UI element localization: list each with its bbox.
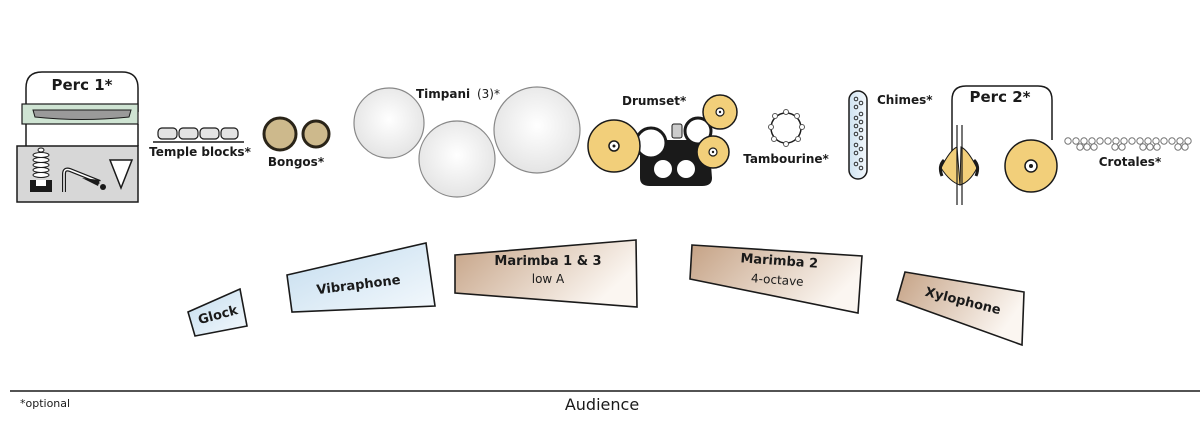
temple-block-icon [220,127,239,140]
crotale-icon [1139,143,1147,151]
crotale-icon [1153,143,1161,151]
marimba-1-3: Marimba 1 & 3 low A [454,239,638,308]
glock-shape [187,287,248,337]
crotale-icon [1072,137,1080,145]
crotale-icon [1118,143,1126,151]
marimba-2-shape [689,244,863,314]
bongo-large-icon [262,116,298,152]
timpani-drum-icon [353,87,425,159]
temple-block-icon [199,127,220,140]
marimba-2-label: Marimba 2 [740,251,819,271]
drumset-label: Drumset* [622,94,687,108]
crotale-icon [1112,137,1120,145]
crotale-icon [1181,143,1189,151]
throne-icon [671,123,683,139]
drumset: Drumset* [587,94,738,186]
temple-block-icon [157,127,178,140]
perc1-station: Perc 1* [16,71,139,203]
spring-icon [30,147,52,192]
tambourine: Tambourine* [743,109,830,166]
crotale-icon [1104,137,1112,145]
crotale-icon [1064,137,1072,145]
perc1-label: Perc 1* [52,76,113,94]
timpani-label: Timpani (3)* [416,87,500,101]
hand-cymbals-icon [938,125,980,205]
crotales-label: Crotales* [1099,155,1162,169]
marimba-2-sublabel: 4-octave [751,271,805,289]
bongos: Bongos* [262,116,331,169]
timpani-drum-icon [418,120,496,198]
audience-label: Audience [565,395,639,414]
crotale-icon [1160,137,1168,145]
xylophone-shape [896,271,1025,347]
crotale-icon [1096,137,1104,145]
vibraphone: Vibraphone [286,242,436,313]
perc2-outline [951,85,1053,168]
crotales: Crotales* [1064,137,1192,169]
timpani: Timpani (3)* [353,86,581,198]
crotale-icon [1146,143,1154,151]
perc2-station: Perc 2* [938,85,1058,205]
crotale-icon [1090,143,1098,151]
crotale-icon [1076,143,1084,151]
perc1-outline [25,71,139,112]
crotale-icon [1083,143,1091,151]
marimba-1-3-shape [454,239,638,308]
timpani-drum-icon [493,86,581,174]
drum-icon [654,160,672,178]
timpani-name: Timpani [416,87,470,101]
crotale-icon [1088,137,1096,145]
crotale-icon [1168,137,1176,145]
xylophone: Xylophone [896,271,1025,347]
marimba-2: Marimba 2 4-octave [689,244,863,314]
crotale-icon [1080,137,1088,145]
crotale-icon [1174,143,1182,151]
triangle-icon [108,159,134,191]
temple-blocks: Temple blocks* [149,127,252,159]
marimba-1-3-label: Marimba 1 & 3 [494,254,601,269]
ratchet-icon [62,167,106,192]
tambourine-label: Tambourine* [743,152,829,166]
crotale-icon [1184,137,1192,145]
vibraphone-shape [286,242,436,313]
temple-block-icon [178,127,199,140]
crotale-icon [1120,137,1128,145]
marimba-1-3-sublabel: low A [532,272,565,286]
crotale-icon [1111,143,1119,151]
temple-blocks-label: Temple blocks* [149,145,251,159]
crotale-icon [1128,137,1136,145]
perc1-tray-icon [32,109,132,120]
chimes-label: Chimes* [877,93,933,107]
crotale-icon [1136,137,1144,145]
glock: Glock [187,287,248,337]
chimes: Chimes* [848,90,933,180]
crotale-icon [1176,137,1184,145]
drum-icon [677,160,695,178]
crotale-icon [1152,137,1160,145]
bongos-label: Bongos* [268,155,325,169]
optional-note: *optional [20,397,70,410]
tom-icon [683,116,713,146]
crotales-icon [1064,137,1192,151]
timpani-count: (3)* [477,87,500,101]
crotale-icon [1144,137,1152,145]
perc2-label: Perc 2* [970,88,1031,106]
bongo-small-icon [301,119,331,149]
